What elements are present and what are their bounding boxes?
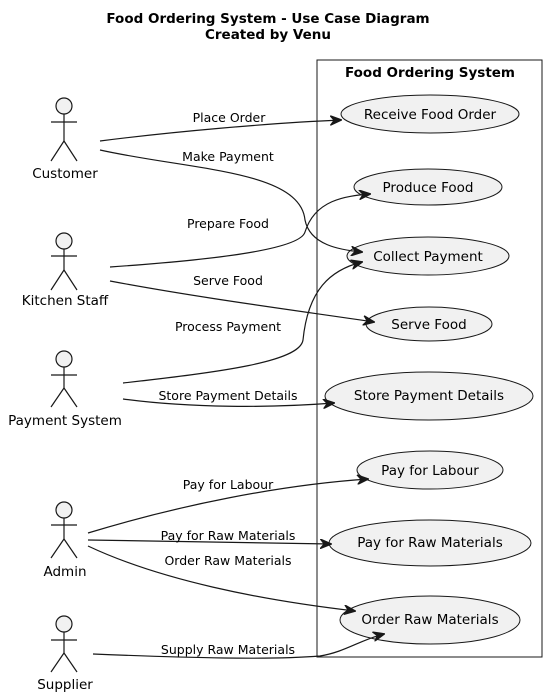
- actor-customer: Customer: [32, 97, 98, 182]
- actor-kitchen-staff-icon: [50, 232, 78, 291]
- edge-payment-system-collect-payment: [122, 262, 362, 384]
- use-case-receive-food-order: Receive Food Order: [340, 94, 520, 134]
- actor-supplier-icon: [50, 615, 78, 673]
- edge-supplier-order-raw-materials: [92, 634, 384, 659]
- edge-admin-pay-for-labour: [87, 479, 368, 534]
- use-case-pay-for-raw-materials: Pay for Raw Materials: [328, 519, 532, 567]
- use-case-produce-food: Produce Food: [353, 168, 503, 206]
- use-case-order-raw-materials-label: Order Raw Materials: [361, 612, 498, 628]
- actor-admin-label: Admin: [43, 564, 86, 580]
- edge-label-serve-food: Serve Food: [193, 273, 263, 288]
- use-case-collect-payment-label: Collect Payment: [373, 249, 483, 265]
- system-boundary: [316, 59, 543, 658]
- edge-kitchen-staff-serve-food: [109, 280, 374, 322]
- use-case-produce-food-label: Produce Food: [383, 180, 474, 196]
- actor-customer-label: Customer: [32, 166, 98, 182]
- actor-admin: Admin: [43, 501, 87, 580]
- actor-kitchen-staff-label: Kitchen Staff: [22, 293, 109, 309]
- use-case-pay-for-raw-materials-label: Pay for Raw Materials: [357, 535, 503, 551]
- edge-admin-order-raw-materials: [87, 545, 355, 611]
- actor-customer-icon: [50, 97, 78, 162]
- use-case-store-payment-details: Store Payment Details: [324, 371, 534, 421]
- edge-label-supply-raw-materials: Supply Raw Materials: [161, 642, 295, 657]
- actor-payment-system-label: Payment System: [8, 413, 122, 429]
- use-case-serve-food: Serve Food: [365, 306, 493, 342]
- edge-label-store-payment-details: Store Payment Details: [158, 388, 297, 403]
- edge-label-prepare-food: Prepare Food: [187, 216, 269, 231]
- diagram-title-line2: Created by Venu: [205, 27, 331, 43]
- use-case-store-payment-details-label: Store Payment Details: [354, 388, 504, 404]
- use-case-pay-for-labour: Pay for Labour: [356, 450, 504, 490]
- actor-supplier-label: Supplier: [37, 677, 93, 693]
- edge-label-order-raw-materials: Order Raw Materials: [164, 553, 291, 568]
- use-case-order-raw-materials: Order Raw Materials: [339, 595, 521, 645]
- edge-label-pay-for-labour: Pay for Labour: [183, 477, 274, 492]
- actor-payment-system-icon: [50, 350, 78, 408]
- edge-admin-pay-for-raw-materials: [87, 540, 331, 544]
- system-boundary-title: Food Ordering System: [345, 65, 515, 81]
- use-case-pay-for-labour-label: Pay for Labour: [381, 463, 479, 479]
- diagram-title-line1: Food Ordering System - Use Case Diagram: [106, 11, 429, 27]
- edge-customer-collect-payment: [99, 149, 362, 252]
- use-case-serve-food-label: Serve Food: [391, 317, 466, 333]
- edge-kitchen-staff-produce-food: [109, 194, 370, 268]
- edge-label-pay-for-raw-materials: Pay for Raw Materials: [161, 528, 296, 543]
- edge-label-process-payment: Process Payment: [175, 319, 281, 334]
- edge-label-make-payment: Make Payment: [182, 149, 274, 164]
- edge-payment-system-store-payment-details: [122, 399, 334, 406]
- actor-kitchen-staff: Kitchen Staff: [22, 232, 109, 309]
- actor-payment-system: Payment System: [8, 350, 122, 429]
- actor-supplier: Supplier: [37, 615, 93, 693]
- actor-admin-icon: [50, 501, 78, 559]
- edge-customer-receive-food-order: [99, 120, 341, 142]
- edge-label-place-order: Place Order: [193, 110, 267, 125]
- use-case-receive-food-order-label: Receive Food Order: [364, 107, 497, 123]
- use-case-collect-payment: Collect Payment: [346, 236, 510, 276]
